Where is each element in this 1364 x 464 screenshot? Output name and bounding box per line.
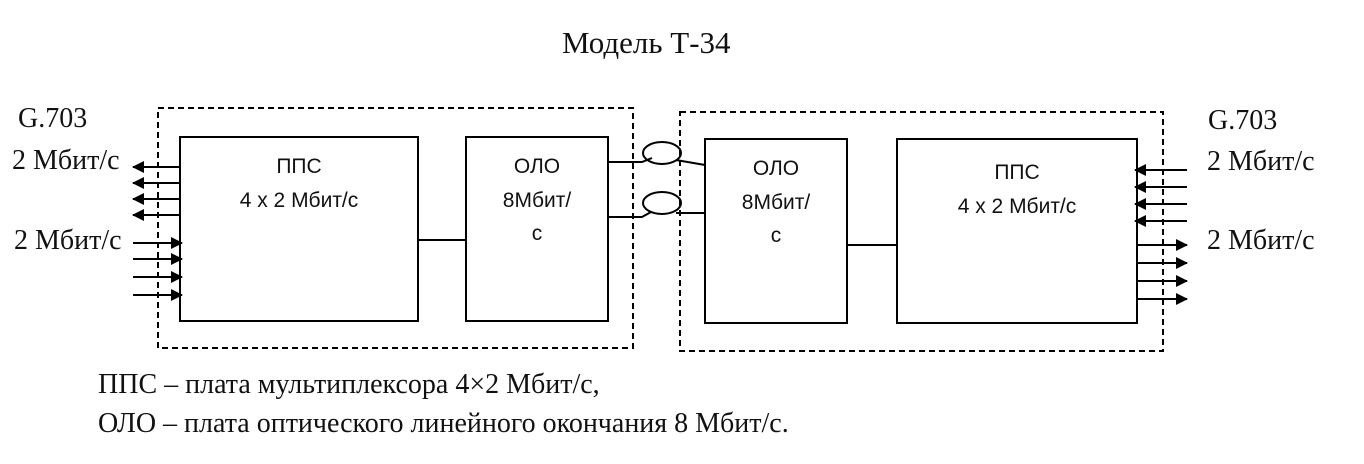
pps-right-label: ППС 4 х 2 Мбит/с [897,156,1137,223]
pps-left-title: ППС [276,155,322,178]
legend-olo: ОЛО – плата оптического линейного оконча… [98,408,789,439]
right-input-arrows [1134,164,1187,227]
olo-right-title: ОЛО [752,157,800,180]
pps-right-box [896,138,1138,324]
right-terminal-enclosure [679,111,1164,352]
right-output-arrows [1137,239,1188,305]
optical-fiber-upper [608,141,706,166]
olo-right-rate: 8Мбит/ [741,190,811,214]
olo-left-rate: 8Мбит/ [502,188,572,212]
olo-right-box [704,138,848,324]
left-output-rate-label: 2 Мбит/с [12,145,120,176]
olo-left-box [465,136,609,322]
left-standard-label: G.703 [18,103,88,134]
fiber-loop-upper [642,141,682,165]
olo-right-label: ОЛО 8Мбит/ с [705,152,847,253]
pps-left-rate: 4 х 2 Мбит/с [239,188,359,212]
pps-right-title: ППС [994,161,1040,184]
left-input-rate-label: 2 Мбит/с [14,225,122,256]
right-standard-label: G.703 [1208,105,1278,136]
pps-left-box [179,136,419,322]
pps-right-rate: 4 х 2 Мбит/с [957,194,1077,218]
olo-right-rate-unit: с [770,224,782,248]
left-input-arrows [133,237,183,301]
legend-pps: ППС – плата мультиплексора 4×2 Мбит/с, [98,369,600,400]
right-output-rate-label: 2 Мбит/с [1207,225,1315,256]
olo-left-rate-unit: с [531,222,543,246]
olo-left-label: ОЛО 8Мбит/ с [466,150,608,251]
fiber-loop-lower [642,191,682,215]
pps-left-label: ППС 4 х 2 Мбит/с [180,150,418,217]
optical-fiber-lower [608,191,705,218]
left-output-arrows [132,161,180,221]
olo-left-title: ОЛО [513,155,561,178]
left-terminal-enclosure [157,107,634,349]
right-input-rate-label: 2 Мбит/с [1207,146,1315,177]
diagram-title: Модель Т-34 [562,25,731,60]
